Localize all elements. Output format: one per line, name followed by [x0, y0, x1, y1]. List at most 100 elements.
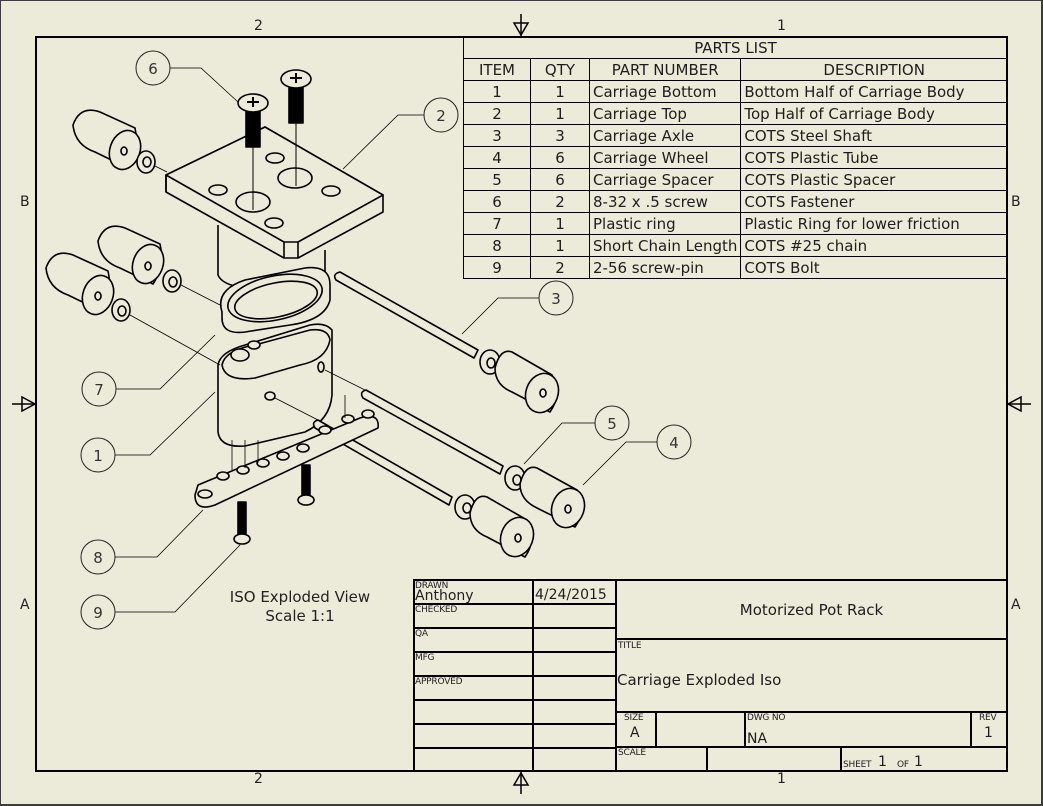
cell-qty: 6	[530, 146, 590, 169]
parts-list-table: PARTS LIST ITEM QTY PART NUMBER DESCRIPT…	[463, 37, 1008, 279]
balloon-9-leader	[115, 544, 241, 613]
cell-description: COTS Bolt	[740, 256, 1008, 279]
zone-label-top-2: 2	[254, 18, 263, 34]
rev-label: REV	[979, 713, 997, 723]
project-name: Motorized Pot Rack	[739, 601, 884, 619]
wheel-right-middle	[504, 465, 586, 529]
balloon-5	[594, 405, 630, 441]
screw-left	[237, 93, 269, 210]
column-header-part-number: PART NUMBER	[588, 58, 742, 81]
cell-part-number: 8-32 x .5 screw	[588, 190, 742, 213]
checked-label: CHECKED	[415, 605, 458, 615]
balloon-8-leader	[115, 509, 204, 558]
balloon-8	[80, 539, 116, 575]
plastic-ring	[220, 266, 331, 334]
cell-part-number: Carriage Axle	[588, 124, 742, 147]
cell-item: 9	[463, 256, 531, 279]
balloon-1-leader	[115, 391, 216, 456]
size-label: SIZE	[624, 713, 644, 723]
zone-label-bottom-1: 1	[777, 771, 786, 787]
qa-label: QA	[415, 629, 428, 639]
cell-item: 4	[463, 146, 531, 169]
sheet-total: 1	[914, 754, 923, 770]
wheel-middle-left	[97, 225, 182, 293]
cell-item: 7	[463, 212, 531, 235]
cell-item: 5	[463, 168, 531, 191]
column-header-description: DESCRIPTION	[740, 58, 1008, 81]
zone-label-right-b: B	[1011, 194, 1021, 210]
balloon-6-label: 6	[148, 60, 158, 78]
cell-item: 2	[463, 102, 531, 125]
balloon-7-label: 7	[94, 381, 104, 399]
balloon-1-label: 1	[93, 447, 103, 465]
parts-list-title: PARTS LIST	[463, 37, 1008, 59]
cell-description: COTS Steel Shaft	[740, 124, 1008, 147]
balloon-6	[135, 50, 171, 86]
balloon-7-leader	[116, 334, 216, 390]
sheet-size: A	[630, 725, 640, 741]
title-label: TITLE	[618, 641, 642, 651]
wheel-top-left	[72, 109, 156, 174]
scale-label: SCALE	[618, 748, 646, 758]
cell-part-number: Carriage Bottom	[588, 80, 742, 103]
cell-qty: 1	[530, 80, 590, 103]
balloon-2-leader	[342, 114, 425, 170]
cell-description: COTS Plastic Spacer	[740, 168, 1008, 191]
dwg-no-label: DWG NO	[747, 713, 786, 723]
zone-label-left-a: A	[20, 597, 30, 613]
cell-part-number: Carriage Top	[588, 102, 742, 125]
chain	[194, 409, 379, 508]
approved-label: APPROVED	[415, 677, 463, 687]
centering-mark-right	[1006, 395, 1031, 413]
cell-item: 8	[463, 234, 531, 257]
balloon-3-label: 3	[551, 290, 561, 308]
zone-label-left-b: B	[20, 194, 30, 210]
centering-mark-bottom	[512, 771, 530, 794]
cell-description: COTS Plastic Tube	[740, 146, 1008, 169]
cell-item: 6	[463, 190, 531, 213]
cell-item: 1	[463, 80, 531, 103]
carriage-top-part	[165, 126, 384, 293]
mfg-label: MFG	[415, 653, 435, 663]
drawn-date: 4/24/2015	[535, 587, 607, 603]
balloon-8-label: 8	[93, 549, 103, 567]
assembly-trails	[129, 165, 366, 470]
balloon-9	[80, 594, 116, 630]
view-scale: Scale 1:1	[265, 607, 335, 625]
balloon-5-leader	[523, 422, 596, 465]
sheet-number: 1	[878, 754, 887, 770]
balloon-6-leader	[170, 67, 239, 103]
balloon-5-label: 5	[607, 415, 617, 433]
dwg-no: NA	[747, 731, 768, 747]
cell-qty: 1	[530, 102, 590, 125]
drawn-by: Anthony	[415, 588, 474, 604]
balloon-2-label: 2	[436, 107, 446, 125]
centering-mark-left	[12, 395, 37, 413]
screw-right	[280, 69, 312, 186]
cell-qty: 6	[530, 168, 590, 191]
column-header-qty: QTY	[530, 58, 590, 81]
drawn-label: DRAWN	[415, 581, 449, 591]
cell-qty: 2	[530, 190, 590, 213]
cell-item: 3	[463, 124, 531, 147]
view-label: ISO Exploded View Scale 1:1	[200, 588, 400, 626]
balloon-9-label: 9	[93, 604, 103, 622]
balloon-2	[423, 97, 459, 133]
cell-part-number: Carriage Spacer	[588, 168, 742, 191]
cell-description: Bottom Half of Carriage Body	[740, 80, 1008, 103]
parts-list-header: ITEM QTY PART NUMBER DESCRIPTION	[463, 58, 1008, 81]
centering-mark-top	[512, 14, 530, 37]
zone-label-top-1: 1	[777, 18, 786, 34]
axle-top	[333, 271, 479, 359]
drawing-title: Carriage Exploded Iso	[617, 671, 782, 689]
cell-part-number: 2-56 screw-pin	[588, 256, 742, 279]
balloon-4-label: 4	[669, 434, 679, 452]
zone-label-right-a: A	[1011, 597, 1021, 613]
